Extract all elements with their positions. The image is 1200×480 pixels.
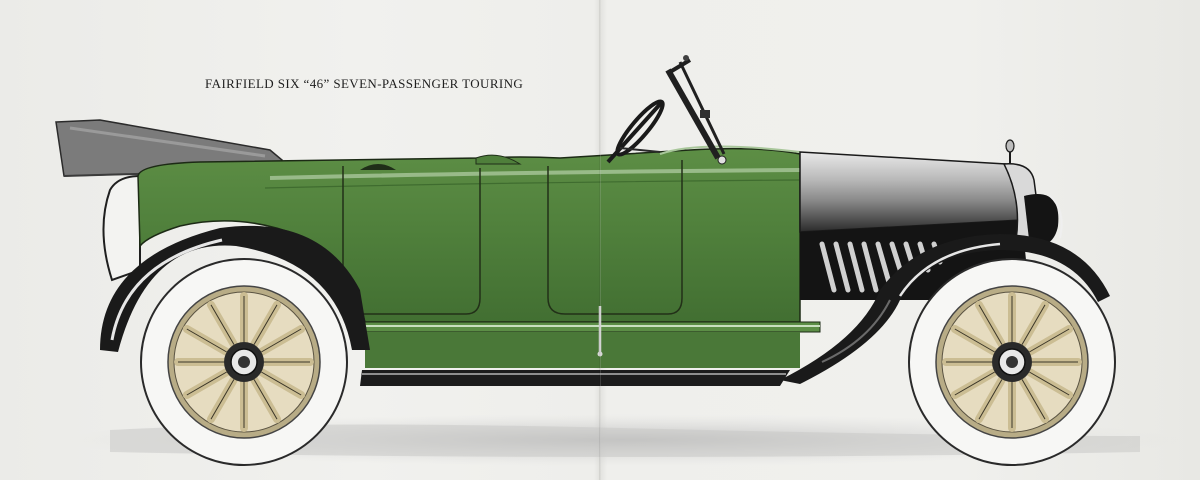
- windshield-frame: [665, 55, 727, 165]
- steering-wheel: [606, 99, 665, 164]
- rear-fender: [100, 225, 370, 352]
- front-door: [547, 160, 683, 315]
- rear-wheel: [140, 258, 348, 466]
- running-board: [360, 370, 790, 386]
- page-fold: [599, 0, 601, 480]
- front-wheel: [908, 258, 1116, 466]
- radiator: [1002, 139, 1063, 248]
- rear-body-highlight: [102, 174, 141, 282]
- front-fender: [780, 234, 1110, 384]
- car-body: [137, 145, 821, 368]
- ground-shadow: [60, 414, 1180, 466]
- illustration-caption: FAIRFIELD SIX “46” SEVEN-PASSENGER TOURI…: [205, 76, 524, 91]
